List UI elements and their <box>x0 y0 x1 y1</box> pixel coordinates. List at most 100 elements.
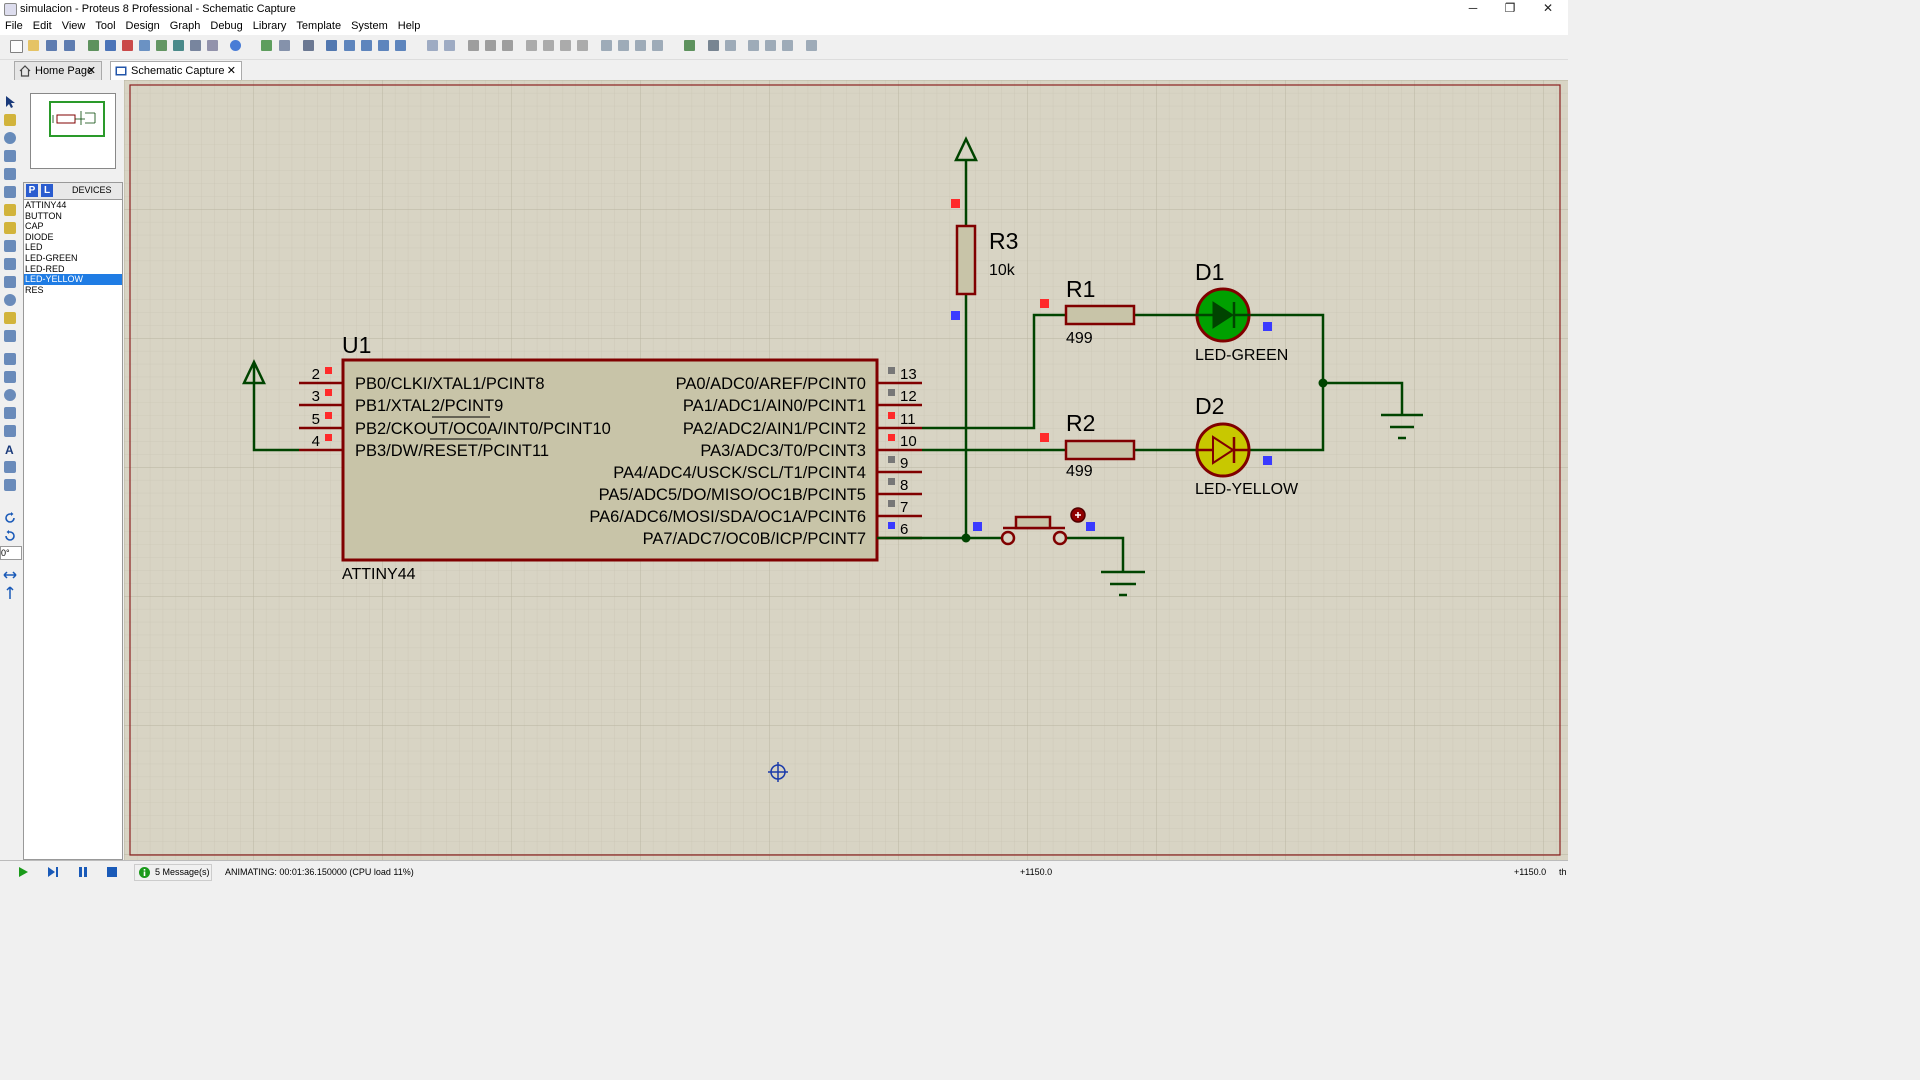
play-icon[interactable] <box>16 865 30 879</box>
menu-help[interactable]: Help <box>397 20 421 32</box>
voltage-probe-icon[interactable] <box>3 311 17 325</box>
menu-library[interactable]: Library <box>252 20 287 32</box>
block-move-icon[interactable] <box>541 38 556 53</box>
undo-icon[interactable] <box>425 38 440 53</box>
help-icon[interactable] <box>228 38 243 53</box>
messages-button[interactable]: 5 Message(s) <box>134 864 212 881</box>
tab-home-page[interactable]: Home Page ✕ <box>14 61 102 80</box>
menu-template[interactable]: Template <box>296 20 342 32</box>
menu-design[interactable]: Design <box>125 20 160 32</box>
circle-icon[interactable] <box>3 388 17 402</box>
maximize-button[interactable]: ❐ <box>1504 1 1516 15</box>
pcb-layout-icon[interactable] <box>120 38 135 53</box>
close-button[interactable]: ✕ <box>1542 1 1554 15</box>
visual-designer-icon[interactable] <box>205 38 220 53</box>
component-mode-icon[interactable] <box>3 113 17 127</box>
open-folder-icon[interactable] <box>26 38 41 53</box>
mirror-y-icon[interactable] <box>3 586 17 600</box>
refresh-icon[interactable] <box>259 38 274 53</box>
zoom-out-icon[interactable] <box>359 38 374 53</box>
menu-file[interactable]: File <box>5 20 23 32</box>
search-tag-icon[interactable] <box>706 38 721 53</box>
box-icon[interactable] <box>3 370 17 384</box>
redo-icon[interactable] <box>442 38 457 53</box>
source-code-icon[interactable] <box>188 38 203 53</box>
block-rotate-icon[interactable] <box>558 38 573 53</box>
new-file-icon[interactable] <box>8 38 23 53</box>
power-terminal-left[interactable] <box>242 359 266 385</box>
library-manager-button[interactable]: L <box>41 184 53 197</box>
u1-attiny44[interactable]: U1 ATTINY44 2 3 5 4 PB0/CLKI/XTAL1/PCINT… <box>299 332 922 583</box>
block-copy-icon[interactable] <box>524 38 539 53</box>
step-icon[interactable] <box>46 865 60 879</box>
symbol-icon[interactable] <box>3 460 17 474</box>
device-list[interactable]: ATTINY44 BUTTON CAP DIODE LED LED-GREEN … <box>23 199 123 860</box>
origin-icon[interactable] <box>301 38 316 53</box>
zoom-all-icon[interactable] <box>376 38 391 53</box>
push-button[interactable] <box>973 507 1095 546</box>
zoom-area-icon[interactable] <box>393 38 408 53</box>
graph-icon[interactable] <box>3 257 17 271</box>
zoom-in-icon[interactable] <box>342 38 357 53</box>
minimize-button[interactable]: ─ <box>1468 1 1478 15</box>
close-tab-icon[interactable]: ✕ <box>226 65 236 77</box>
property-assignment-icon[interactable] <box>723 38 738 53</box>
subcircuit-icon[interactable] <box>3 203 17 217</box>
tape-recorder-icon[interactable] <box>3 275 17 289</box>
marker-icon[interactable] <box>3 478 17 492</box>
exit-to-parent-icon[interactable] <box>780 38 795 53</box>
menu-tool[interactable]: Tool <box>95 20 116 32</box>
led-d2-yellow[interactable]: D2 LED-YELLOW <box>1195 393 1299 498</box>
text-icon[interactable]: A <box>3 442 17 457</box>
paste-icon[interactable] <box>500 38 515 53</box>
selection-mode-icon[interactable] <box>3 95 17 109</box>
pick-device-icon[interactable] <box>599 38 614 53</box>
wire-label-icon[interactable] <box>3 149 17 163</box>
3d-view-icon[interactable] <box>137 38 152 53</box>
arc-icon[interactable] <box>3 406 17 420</box>
device-pin-icon[interactable] <box>3 239 17 253</box>
pause-icon[interactable] <box>76 865 90 879</box>
bus-icon[interactable] <box>3 185 17 199</box>
path-icon[interactable] <box>3 424 17 438</box>
device-item[interactable]: LED-RED <box>25 263 65 274</box>
netlist-icon[interactable] <box>804 38 819 53</box>
resistor-r3[interactable]: R3 10k <box>951 199 1018 320</box>
text-script-icon[interactable] <box>3 167 17 181</box>
close-tab-icon[interactable]: ✕ <box>86 65 96 77</box>
menu-view[interactable]: View <box>61 20 86 32</box>
save-all-icon[interactable] <box>62 38 77 53</box>
junction-dot-icon[interactable] <box>3 131 17 145</box>
cut-icon[interactable] <box>466 38 481 53</box>
device-item[interactable]: BUTTON <box>25 210 62 221</box>
terminal-icon[interactable] <box>3 221 17 235</box>
overview-viewport[interactable] <box>49 101 105 137</box>
device-item[interactable]: LED-GREEN <box>25 252 78 263</box>
generator-icon[interactable] <box>3 293 17 307</box>
menu-debug[interactable]: Debug <box>210 20 243 32</box>
tab-schematic-capture[interactable]: Schematic Capture ✕ <box>110 61 242 80</box>
copy-icon[interactable] <box>483 38 498 53</box>
home-icon[interactable] <box>86 38 101 53</box>
new-sheet-icon[interactable] <box>746 38 761 53</box>
menu-system[interactable]: System <box>351 20 388 32</box>
remove-sheet-icon[interactable] <box>763 38 778 53</box>
packaging-tool-icon[interactable] <box>633 38 648 53</box>
make-device-icon[interactable] <box>616 38 631 53</box>
device-item-selected[interactable]: LED-YELLOW <box>24 274 122 285</box>
gerber-icon[interactable] <box>154 38 169 53</box>
grid-toggle-icon[interactable] <box>277 38 292 53</box>
schematic-canvas[interactable]: U1 ATTINY44 2 3 5 4 PB0/CLKI/XTAL1/PCINT… <box>124 80 1568 860</box>
device-item[interactable]: CAP <box>25 221 44 232</box>
save-icon[interactable] <box>44 38 59 53</box>
bom-icon[interactable] <box>171 38 186 53</box>
pick-devices-button[interactable]: P <box>26 184 38 197</box>
mirror-x-icon[interactable] <box>3 568 17 582</box>
device-item[interactable]: DIODE <box>25 231 54 242</box>
line-icon[interactable] <box>3 352 17 366</box>
device-item[interactable]: ATTINY44 <box>25 200 67 210</box>
led-d1-green[interactable]: D1 LED-GREEN <box>1195 259 1288 364</box>
resistor-r2[interactable]: R2 499 <box>1040 410 1136 480</box>
power-terminal-top[interactable] <box>954 136 978 162</box>
schematic-icon[interactable] <box>103 38 118 53</box>
